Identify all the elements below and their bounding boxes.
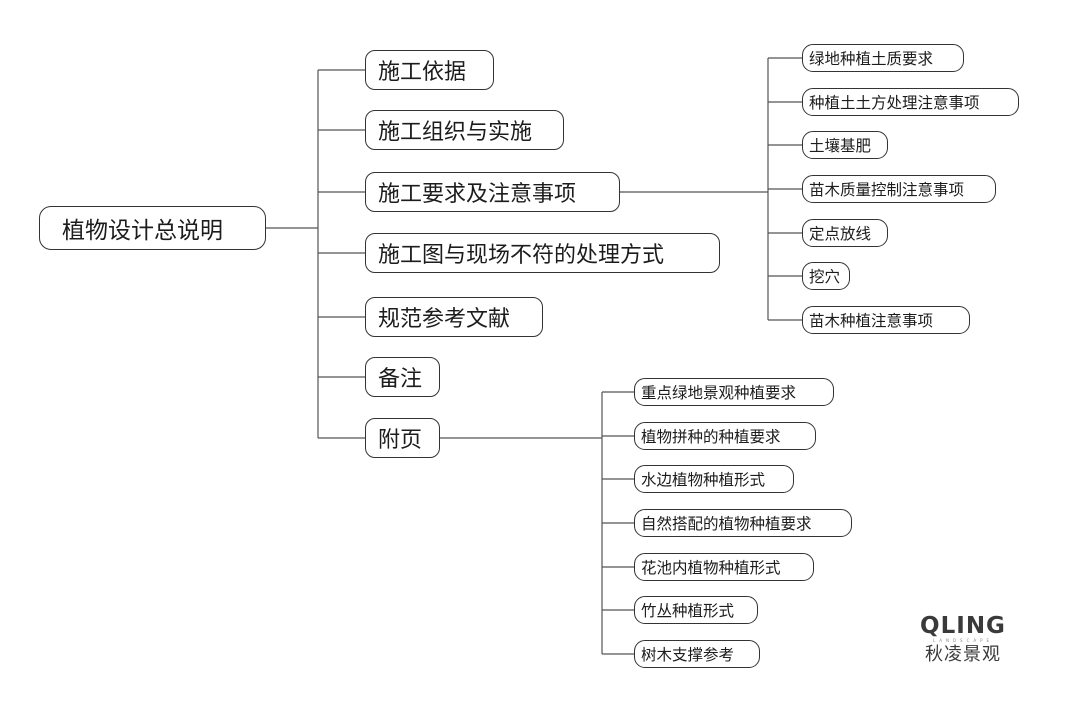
leaf-node-base-fertilizer: 土壤基肥 (802, 131, 888, 159)
leaf-node-tree-support: 树木支撑参考 (634, 640, 760, 668)
leaf-node-quality-control: 苗木质量控制注意事项 (802, 175, 996, 203)
leaf-node-waterside: 水边植物种植形式 (634, 465, 794, 493)
branch-node-references: 规范参考文献 (365, 297, 543, 337)
leaf-node-soil-quality: 绿地种植土质要求 (802, 44, 964, 72)
brand-logo-subtext: LANDSCAPE (932, 638, 994, 643)
branch-node-organization: 施工组织与实施 (365, 110, 564, 150)
brand-watermark: QLING LANDSCAPE 秋凌景观 (918, 614, 1008, 666)
brand-logo-text: QLING (920, 613, 1006, 639)
leaf-node-digging: 挖穴 (802, 262, 850, 290)
leaf-node-bamboo: 竹丛种植形式 (634, 596, 758, 624)
branch-node-appendix: 附页 (365, 418, 440, 458)
branch-node-requirements: 施工要求及注意事项 (365, 172, 620, 212)
brand-name: 秋凌景观 (925, 644, 1001, 665)
leaf-node-natural-mix: 自然搭配的植物种植要求 (634, 509, 852, 537)
root-node: 植物设计总说明 (39, 206, 266, 250)
branch-node-remarks: 备注 (365, 357, 440, 397)
leaf-node-earthwork: 种植土土方处理注意事项 (802, 88, 1019, 116)
leaf-node-combined-planting: 植物拼种的种植要求 (634, 422, 816, 450)
leaf-node-key-greenbelt: 重点绿地景观种植要求 (634, 378, 834, 406)
branch-node-discrepancy-handling: 施工图与现场不符的处理方式 (365, 233, 720, 273)
leaf-node-planting-notes: 苗木种植注意事项 (802, 306, 970, 334)
branch-node-construction-basis: 施工依据 (365, 50, 494, 90)
leaf-node-flower-bed: 花池内植物种植形式 (634, 553, 814, 581)
leaf-node-setting-out: 定点放线 (802, 219, 888, 247)
